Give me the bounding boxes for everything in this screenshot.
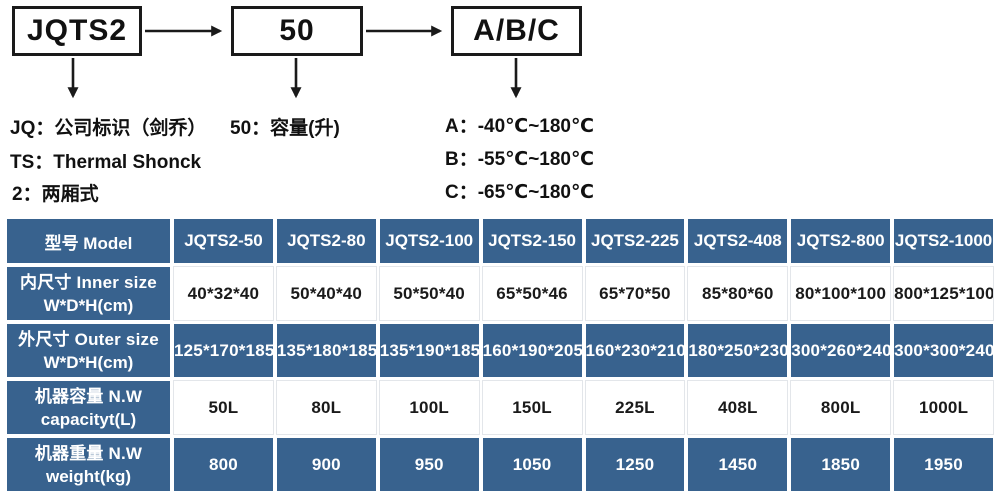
row-label-line1: 机器重量 N.W <box>34 443 143 463</box>
row-label-line2: capacityt(L) <box>40 409 137 429</box>
spec-cell: 800 <box>174 438 273 491</box>
header-jqts2-800: JQTS2-800 <box>791 219 891 263</box>
arrow-connectors <box>67 25 522 99</box>
spec-cell: 65*50*46 <box>481 266 583 321</box>
spec-row-weight: 机器重量 N.W weight(kg) 800 900 950 1050 125… <box>7 438 993 491</box>
spec-cell: 950 <box>379 438 479 491</box>
spec-cell: 40*32*40 <box>173 266 274 321</box>
row-label-weight: 机器重量 N.W weight(kg) <box>7 438 170 491</box>
row-label-line1: 外尺寸 Outer size <box>18 329 159 349</box>
spec-cell: 1050 <box>482 438 582 491</box>
spec-cell: 1250 <box>585 438 685 491</box>
spec-cell: 800L <box>790 380 892 435</box>
spec-cell: 160*230*210 <box>585 324 685 377</box>
header-model: 型号 Model <box>7 219 170 263</box>
spec-cell: 80*100*100 <box>790 266 892 321</box>
spec-header-row: 型号 Model JQTS2-50 JQTS2-80 JQTS2-100 JQT… <box>7 219 993 263</box>
spec-cell: 408L <box>687 380 789 435</box>
spec-cell: 100L <box>378 380 480 435</box>
header-jqts2-50: JQTS2-50 <box>174 219 273 263</box>
model-box-capacity: 50 <box>231 6 363 56</box>
spec-cell: 225L <box>584 380 686 435</box>
spec-cell: 300*300*240 <box>894 324 993 377</box>
spec-cell: 180*250*230 <box>688 324 788 377</box>
model-box-temp-grade-label: A/B/C <box>473 14 560 47</box>
model-box-temp-grade: A/B/C <box>451 6 582 56</box>
note-grade-b: B：-55℃~180℃ <box>445 149 594 170</box>
spec-cell: 125*170*185 <box>174 324 273 377</box>
spec-cell: 1450 <box>688 438 788 491</box>
spec-cell: 65*70*50 <box>584 266 686 321</box>
model-box-capacity-label: 50 <box>279 14 315 47</box>
spec-cell: 50*40*40 <box>275 266 377 321</box>
spec-cell: 150L <box>481 380 583 435</box>
spec-cell: 300*260*240 <box>791 324 891 377</box>
row-label-line1: 机器容量 N.W <box>34 386 143 406</box>
header-jqts2-225: JQTS2-225 <box>585 219 685 263</box>
row-label-outer-size: 外尺寸 Outer size W*D*H(cm) <box>7 324 170 377</box>
spec-row-inner-size: 内尺寸 Inner size W*D*H(cm) 40*32*40 50*40*… <box>7 266 994 321</box>
note-ts-meaning: TS：Thermal Shonck <box>10 152 202 173</box>
spec-cell: 1950 <box>894 438 993 491</box>
row-label-line1: 内尺寸 Inner size <box>20 272 157 292</box>
note-jq-meaning: JQ：公司标识（剑乔） <box>10 118 207 139</box>
spec-cell: 50L <box>173 380 274 435</box>
row-label-line2: W*D*H(cm) <box>43 352 134 372</box>
spec-cell: 85*80*60 <box>687 266 789 321</box>
header-jqts2-80: JQTS2-80 <box>276 219 376 263</box>
spec-cell: 50*50*40 <box>378 266 480 321</box>
header-jqts2-150: JQTS2-150 <box>482 219 582 263</box>
header-jqts2-408: JQTS2-408 <box>688 219 788 263</box>
note-2-meaning: 2：两厢式 <box>12 184 99 205</box>
spec-cell: 800*125*100 <box>893 266 994 321</box>
header-jqts2-1000: JQTS2-1000 <box>894 219 993 263</box>
spec-cell: 900 <box>276 438 376 491</box>
spec-cell: 1000L <box>893 380 994 435</box>
spec-cell: 135*180*185 <box>276 324 376 377</box>
model-code-diagram: JQTS2 50 A/B/C JQ：公司标识（剑乔） TS：Thermal Sh… <box>0 0 1000 215</box>
model-box-series-label: JQTS2 <box>26 14 128 47</box>
spec-cell: 135*190*185 <box>379 324 479 377</box>
note-50-meaning: 50：容量(升) <box>230 118 340 139</box>
spec-cell: 160*190*205 <box>482 324 582 377</box>
spec-row-capacity: 机器容量 N.W capacityt(L) 50L 80L 100L 150L … <box>7 380 994 435</box>
header-jqts2-100: JQTS2-100 <box>379 219 479 263</box>
row-label-inner-size: 内尺寸 Inner size W*D*H(cm) <box>7 267 170 320</box>
row-label-line2: W*D*H(cm) <box>43 295 134 315</box>
spec-row-outer-size: 外尺寸 Outer size W*D*H(cm) 125*170*185 135… <box>7 324 993 377</box>
model-box-series: JQTS2 <box>12 6 142 56</box>
note-grade-a: A：-40℃~180℃ <box>445 116 594 137</box>
spec-table: 型号 Model JQTS2-50 JQTS2-80 JQTS2-100 JQT… <box>3 215 997 495</box>
spec-cell: 80L <box>275 380 377 435</box>
note-grade-c: C：-65℃~180℃ <box>445 182 594 203</box>
row-label-line2: weight(kg) <box>46 466 131 486</box>
spec-cell: 1850 <box>791 438 891 491</box>
row-label-capacity: 机器容量 N.W capacityt(L) <box>7 381 170 434</box>
